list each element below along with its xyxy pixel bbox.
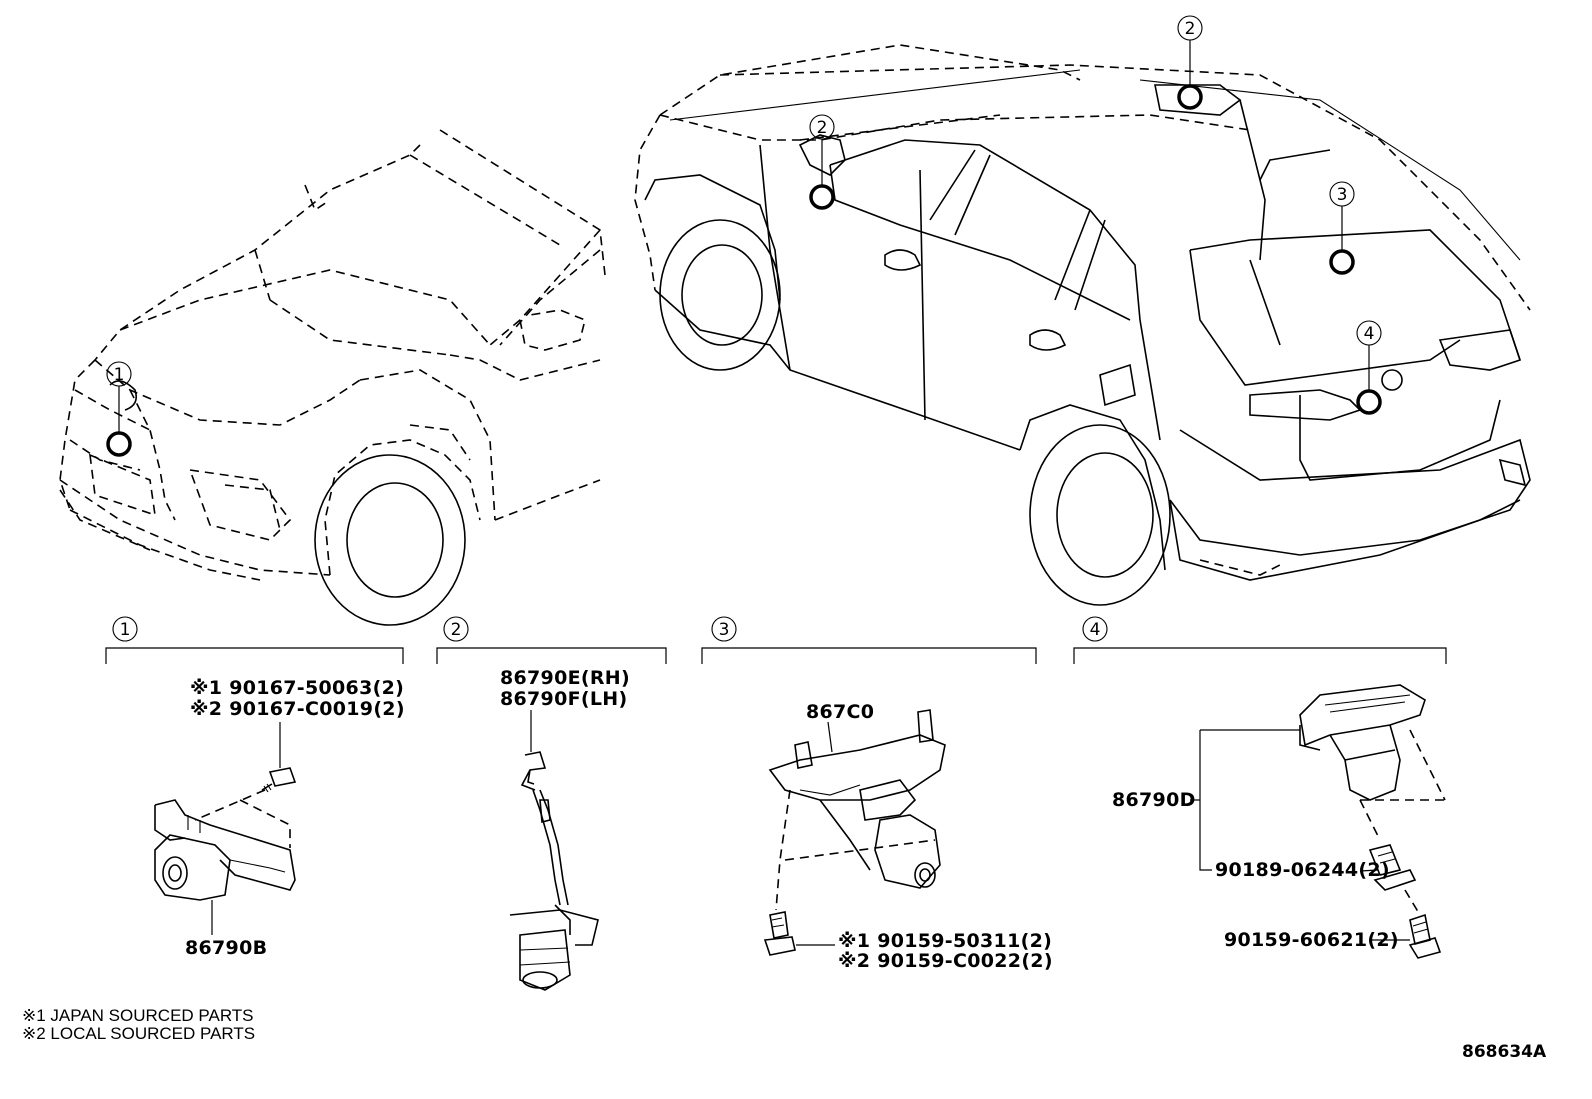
clip-nut-icon	[1368, 844, 1417, 891]
callout-4-rear: 4	[1364, 324, 1375, 344]
callout-1-front: 1	[114, 365, 125, 385]
screw-icon	[763, 911, 796, 956]
camera-bracket-867C0-icon	[768, 709, 946, 889]
camera-86790D-icon	[1299, 684, 1426, 801]
part-label-90159-60621: 90159-60621(2)	[1224, 929, 1399, 951]
callout-2-side: 2	[817, 118, 828, 138]
group-2-side-camera: 86790E(RH) 86790F(LH)	[500, 667, 630, 991]
note-local-sourced: ※2 LOCAL SOURCED PARTS	[22, 1024, 255, 1043]
part-label-90159-50311: ※1 90159-50311(2)	[838, 930, 1052, 952]
part-label-86790D: 86790D	[1112, 789, 1196, 811]
camera-86790B-icon	[154, 799, 296, 901]
bolt-icon	[1408, 913, 1442, 959]
camera-location-marker-2-roof	[1177, 84, 1203, 110]
part-label-90167-50063: ※1 90167-50063(2)	[190, 677, 404, 699]
note-japan-sourced: ※1 JAPAN SOURCED PARTS	[22, 1006, 254, 1025]
screw-icon	[261, 767, 297, 793]
rear-vehicle-illustration	[634, 44, 1531, 606]
group-1-front-camera: ※1 90167-50063(2) ※2 90167-C0019(2) 8679…	[154, 677, 405, 959]
group-3-number: 3	[719, 620, 730, 640]
front-vehicle-illustration	[59, 129, 606, 626]
group-3-rear-camera: 867C0 ※1 90159-50311(2) ※2 90159-C0022(2…	[763, 701, 1053, 972]
diagram-id: 868634A	[1462, 1042, 1547, 1062]
callout-2-roof: 2	[1185, 19, 1196, 39]
group-4-back-camera: 86790D 90189-06244(2) 90159-60621(2)	[1112, 684, 1446, 959]
side-camera-86790EF-icon	[509, 751, 599, 991]
group-2-number: 2	[451, 620, 462, 640]
camera-location-marker-3	[1329, 249, 1355, 275]
part-label-90189-06244: 90189-06244(2)	[1215, 859, 1390, 881]
group-headers: 1 2 3 4	[105, 616, 1447, 664]
part-label-86790E: 86790E(RH)	[500, 667, 630, 689]
group-4-number: 4	[1090, 620, 1101, 640]
part-label-90159-C0022: ※2 90159-C0022(2)	[838, 950, 1053, 972]
callout-markers: 1 2 2 3 4	[106, 15, 1403, 457]
part-label-90167-C0019: ※2 90167-C0019(2)	[190, 698, 405, 720]
camera-location-marker-4	[1356, 389, 1382, 415]
part-label-867C0: 867C0	[806, 701, 874, 723]
part-label-86790F: 86790F(LH)	[500, 688, 627, 710]
part-label-86790B: 86790B	[185, 937, 267, 959]
callout-3-rear: 3	[1337, 185, 1348, 205]
group-1-number: 1	[120, 620, 131, 640]
camera-location-marker-1	[106, 431, 132, 457]
camera-location-marker-2-side	[809, 184, 835, 210]
